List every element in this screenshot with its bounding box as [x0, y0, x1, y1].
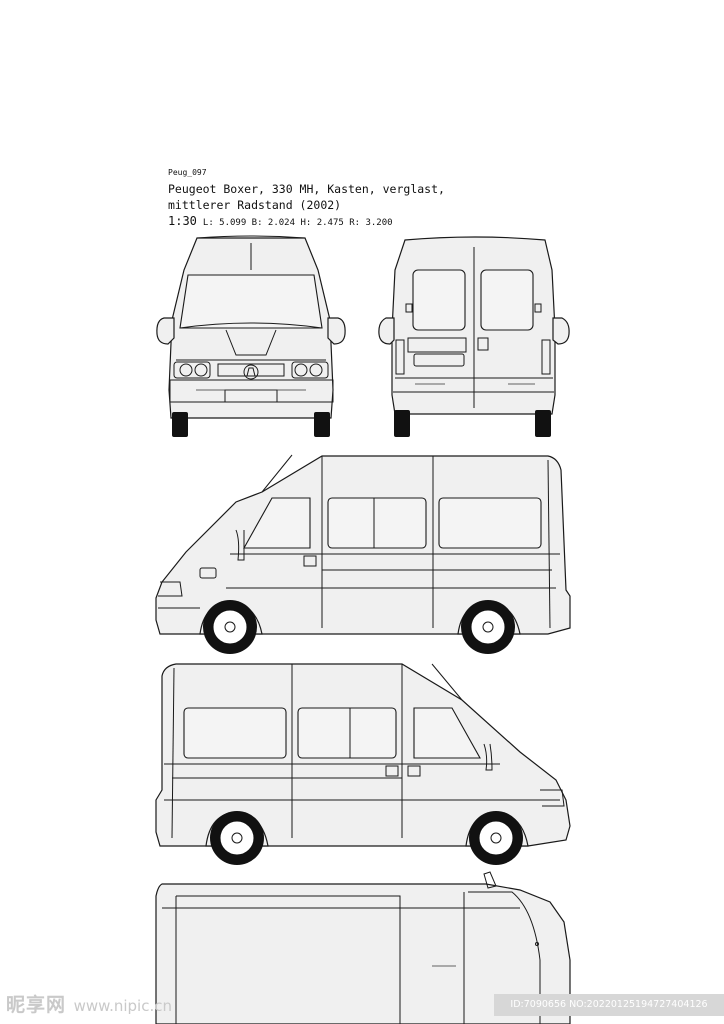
- watermark-id: ID:7090656 NO:20220125194727404126: [494, 994, 724, 1016]
- drawing-code: Peug_097: [168, 168, 207, 177]
- front-van: [156, 235, 346, 437]
- rear-van: [378, 236, 570, 437]
- scale-dimensions: 1:30 L: 5.099 B: 2.024 H: 2.475 R: 3.200: [168, 214, 393, 228]
- side-van-left: [155, 454, 571, 654]
- drawing-title: Peugeot Boxer, 330 MH, Kasten, verglast,…: [168, 181, 445, 213]
- dimensions-label: L: 5.099 B: 2.024 H: 2.475 R: 3.200: [202, 218, 393, 228]
- title-line-1: Peugeot Boxer, 330 MH, Kasten, verglast,: [168, 182, 445, 196]
- peugeot-lion-emblem-icon: [243, 364, 259, 380]
- watermark-site: 昵享网 www.nipic.cn: [6, 990, 172, 1017]
- title-line-2: mittlerer Radstand (2002): [168, 198, 342, 212]
- side-van-right: [155, 663, 571, 865]
- watermark-site-name: 昵享网: [6, 994, 67, 1016]
- scale-label: 1:30: [168, 214, 197, 228]
- watermark-url: www.nipic.cn: [73, 997, 172, 1015]
